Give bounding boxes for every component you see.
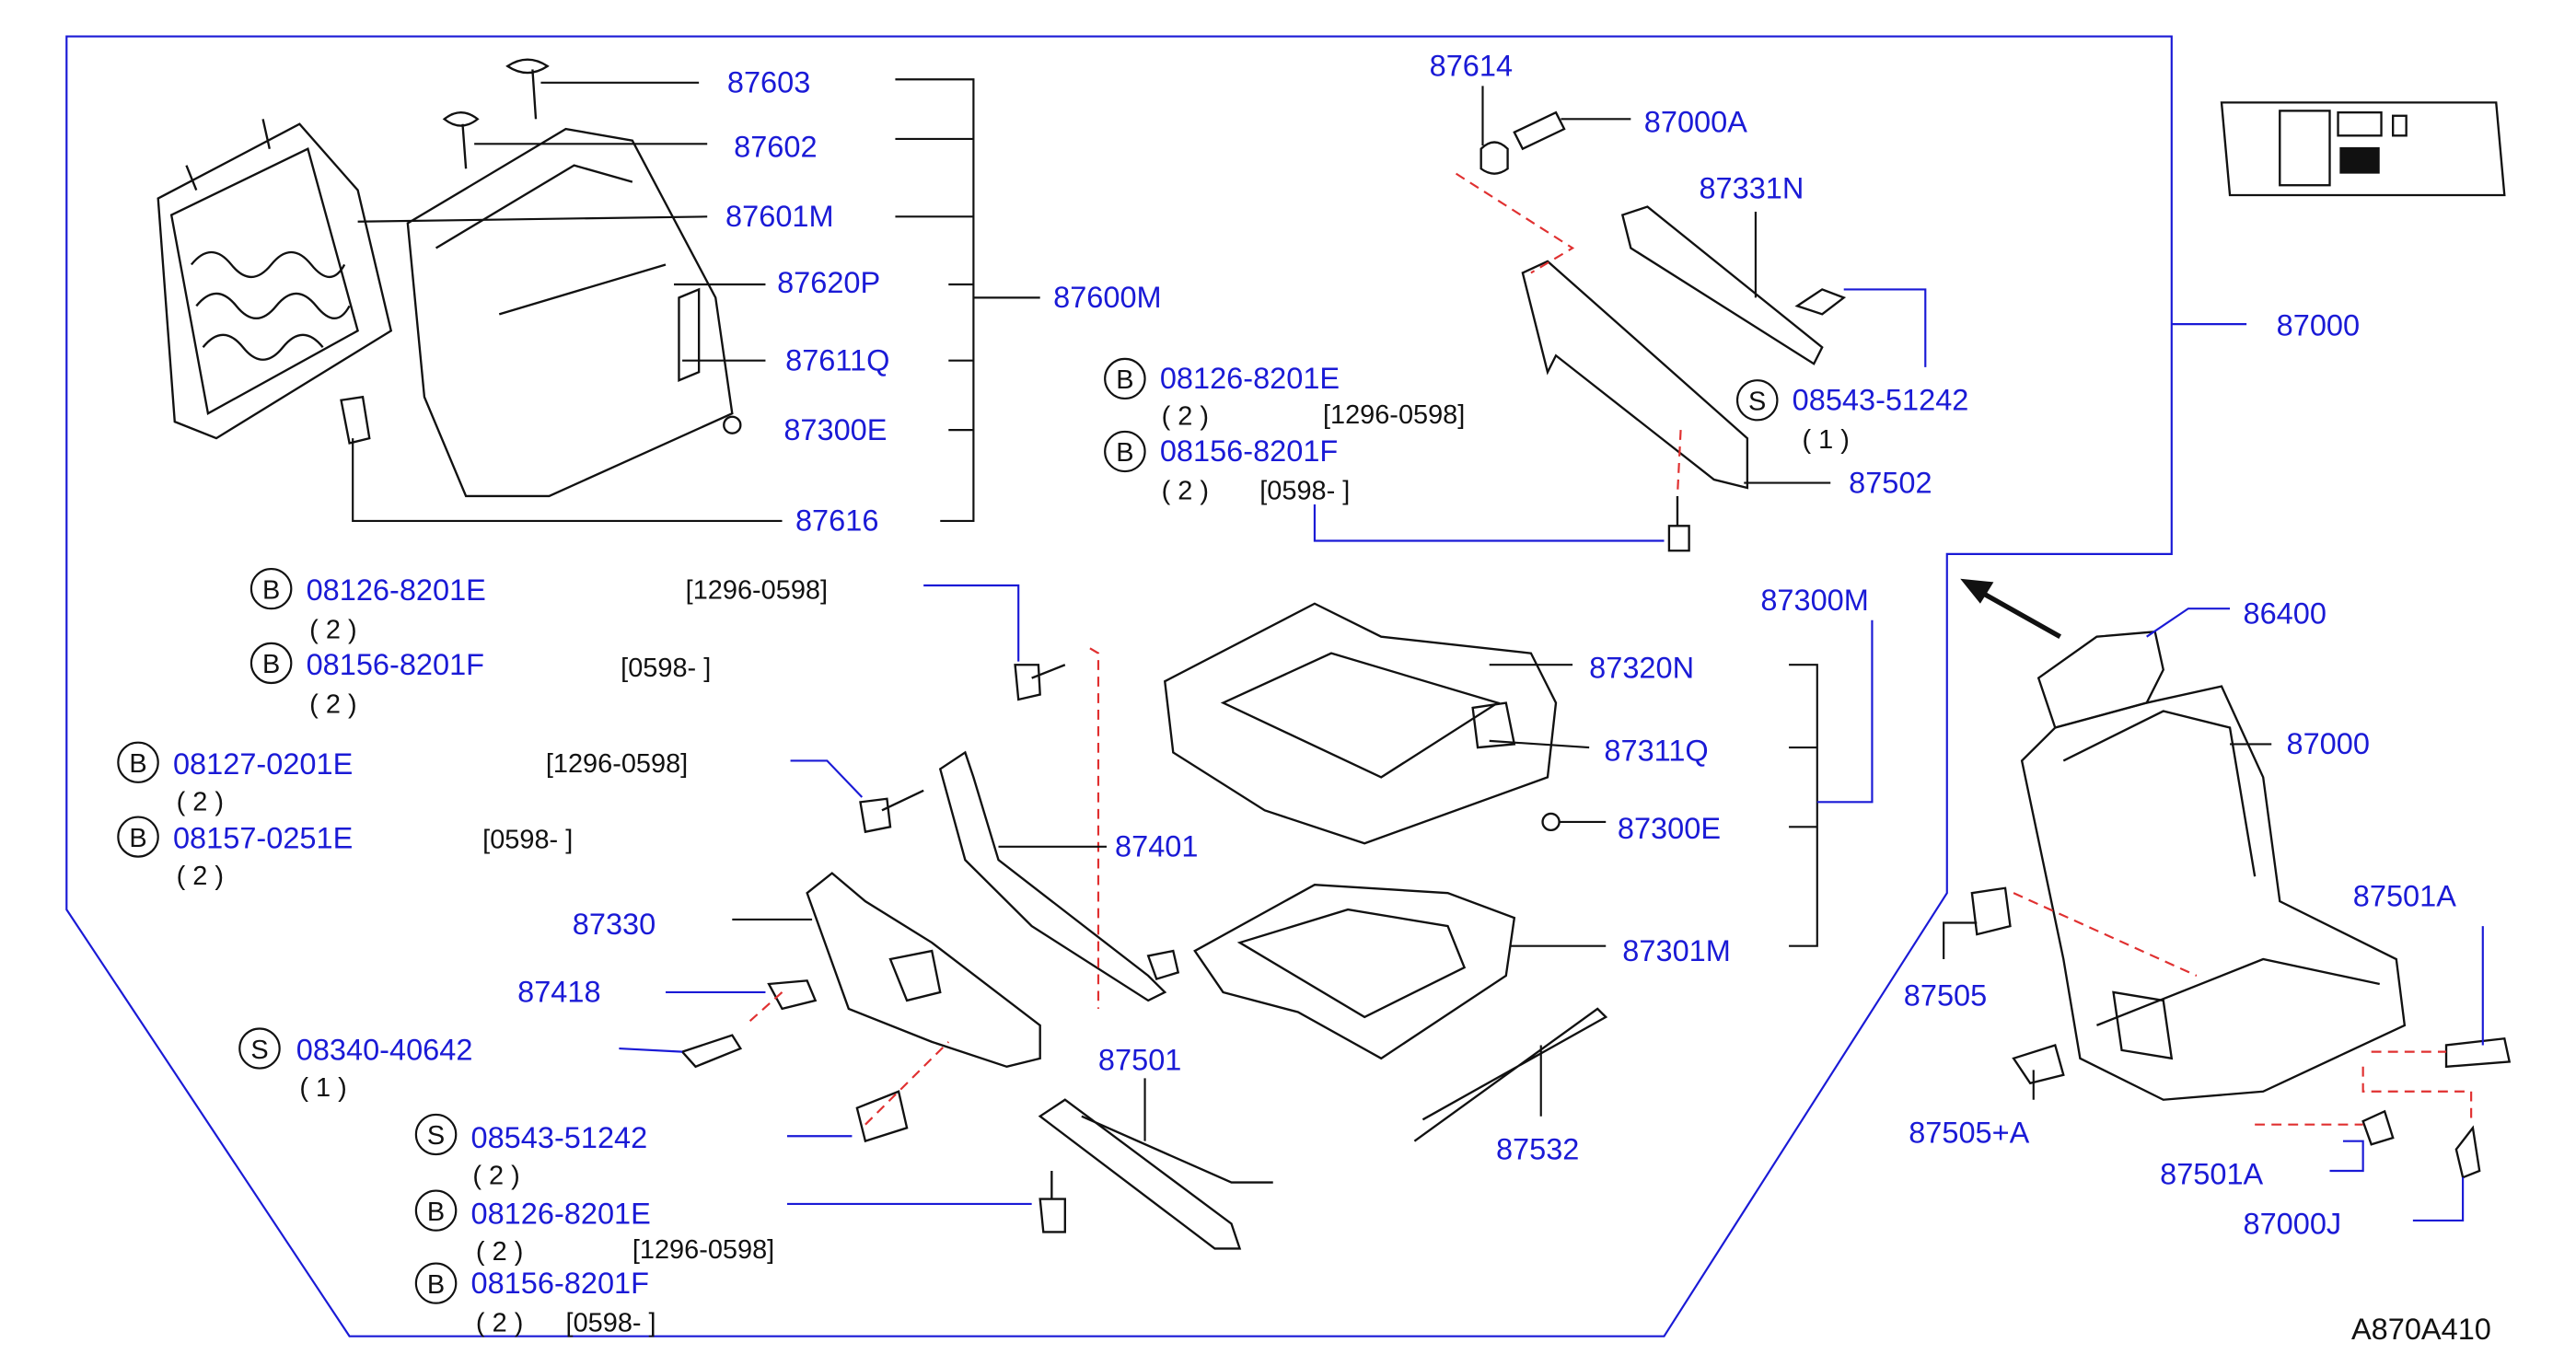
svg-text:08156-8201F: 08156-8201F (1160, 434, 1338, 468)
svg-text:08543-51242: 08543-51242 (471, 1121, 648, 1154)
svg-text:( 2 ): ( 2 ) (1162, 477, 1209, 506)
headrest-guide-drawings (340, 58, 742, 445)
svg-text:B: B (129, 749, 146, 779)
svg-text:( 2 ): ( 2 ) (309, 689, 356, 719)
assembly-boundary (65, 35, 2173, 1337)
label-87502: 87502 (1849, 466, 1932, 499)
label-87603: 87603 (727, 66, 810, 99)
label-87000-top: 87000 (2277, 309, 2360, 342)
seat-pan-drawing (1193, 883, 1608, 1142)
dashboard-locator-icon (2220, 101, 2506, 197)
label-87505A: 87505+A (1909, 1117, 2029, 1150)
svg-text:( 2 ): ( 2 ) (1162, 402, 1209, 432)
svg-text:[1296-0598]: [1296-0598] (686, 575, 828, 605)
callout-08157-0251E: B 08157-0251E ( 2 ) [0598- ] (117, 816, 573, 891)
callout-08127-0201E: B 08127-0201E ( 2 ) [1296-0598] (117, 741, 688, 816)
label-87311Q: 87311Q (1604, 735, 1708, 768)
svg-text:S: S (427, 1121, 445, 1151)
label-87330: 87330 (573, 908, 656, 941)
svg-text:08340-40642: 08340-40642 (296, 1034, 473, 1067)
svg-text:S: S (250, 1036, 268, 1065)
label-87505: 87505 (1904, 978, 1987, 1012)
seat-back-frame-drawing (157, 119, 393, 440)
svg-text:08127-0201E: 08127-0201E (173, 747, 353, 781)
callout-08126-8201E-left: B 08126-8201E ( 2 ) [1296-0598] (249, 567, 828, 645)
arrow-icon (1960, 578, 2062, 640)
label-87000J: 87000J (2244, 1207, 2342, 1240)
svg-text:08126-8201E: 08126-8201E (307, 573, 486, 607)
side-cover-drawing (680, 872, 1041, 1143)
svg-text:[0598- ]: [0598- ] (482, 826, 573, 855)
svg-text:08543-51242: 08543-51242 (1793, 384, 1969, 417)
full-seat-drawing (1970, 631, 2512, 1179)
svg-text:( 2 ): ( 2 ) (472, 1161, 519, 1190)
svg-text:08126-8201E: 08126-8201E (471, 1198, 651, 1231)
label-87501A-lower: 87501A (2160, 1157, 2263, 1190)
svg-text:( 1 ): ( 1 ) (299, 1073, 346, 1103)
svg-text:B: B (427, 1198, 445, 1227)
svg-text:[1296-0598]: [1296-0598] (546, 749, 688, 779)
label-87300E-top: 87300E (783, 413, 887, 446)
label-87501A-upper: 87501A (2353, 880, 2456, 913)
callout-08340-40642: S 08340-40642 ( 1 ) (238, 1027, 473, 1103)
callout-08156-8201F-left: B 08156-8201F ( 2 ) [0598- ] (249, 642, 711, 719)
label-86400: 86400 (2244, 596, 2327, 630)
label-87000A: 87000A (1644, 106, 1747, 139)
label-87301M: 87301M (1622, 934, 1731, 967)
svg-text:[0598- ]: [0598- ] (566, 1308, 656, 1337)
seat-back-cushion-drawing (406, 127, 734, 498)
svg-text:( 2 ): ( 2 ) (177, 862, 224, 891)
label-87614: 87614 (1430, 50, 1513, 83)
svg-text:B: B (129, 824, 146, 853)
recliner-bracket-drawing (1479, 110, 1847, 552)
svg-text:[1296-0598]: [1296-0598] (1323, 400, 1465, 430)
label-87401: 87401 (1115, 830, 1198, 863)
recliner-arm-drawing (859, 664, 1180, 1002)
label-87320N: 87320N (1589, 652, 1694, 685)
svg-text:[0598- ]: [0598- ] (621, 654, 711, 683)
svg-text:( 2 ): ( 2 ) (476, 1308, 523, 1337)
callout-08126-8201E-lower: B 08126-8201E ( 2 ) [1296-0598] (414, 1189, 774, 1267)
callout-08126-8201E-upper: B 08126-8201E ( 2 ) [1296-0598] (1104, 357, 1465, 432)
label-87532: 87532 (1496, 1133, 1579, 1166)
label-87000-right: 87000 (2287, 727, 2370, 760)
svg-text:B: B (427, 1270, 445, 1300)
label-87616: 87616 (795, 504, 878, 538)
svg-text:( 2 ): ( 2 ) (476, 1237, 523, 1267)
diagram-code: A870A410 (2351, 1313, 2491, 1346)
label-87602: 87602 (734, 131, 817, 164)
seat-slide-rail-drawing (1038, 1098, 1273, 1250)
label-87331N: 87331N (1699, 172, 1804, 205)
svg-text:( 1 ): ( 1 ) (1803, 425, 1850, 455)
svg-text:S: S (1748, 388, 1766, 417)
label-87418: 87418 (517, 976, 600, 1009)
svg-text:B: B (262, 650, 280, 679)
label-87501: 87501 (1098, 1043, 1181, 1076)
label-87600M: 87600M (1053, 281, 1162, 314)
label-87300E-mid: 87300E (1618, 812, 1721, 845)
svg-text:08156-8201F: 08156-8201F (307, 648, 484, 681)
callout-08156-8201F-upper: B 08156-8201F ( 2 ) [0598- ] (1104, 430, 1350, 506)
svg-text:08126-8201E: 08126-8201E (1160, 362, 1340, 395)
svg-text:08156-8201F: 08156-8201F (471, 1267, 649, 1300)
label-87601M: 87601M (725, 200, 834, 233)
svg-text:B: B (1116, 438, 1133, 468)
svg-text:[0598- ]: [0598- ] (1259, 477, 1350, 506)
seat-cushion-drawing (1163, 602, 1561, 845)
label-87611Q: 87611Q (785, 344, 889, 377)
svg-text:[1296-0598]: [1296-0598] (632, 1235, 774, 1265)
callout-08543-51242-upper: S 08543-51242 ( 1 ) (1735, 379, 1969, 455)
svg-text:( 2 ): ( 2 ) (177, 787, 224, 816)
label-87620P: 87620P (777, 266, 880, 299)
svg-text:B: B (262, 575, 280, 605)
svg-text:( 2 ): ( 2 ) (309, 616, 356, 645)
svg-text:B: B (1116, 365, 1133, 395)
label-87300M: 87300M (1760, 584, 1869, 617)
svg-text:08157-0251E: 08157-0251E (173, 822, 353, 855)
callout-08156-8201F-lower: B 08156-8201F ( 2 ) [0598- ] (414, 1262, 656, 1337)
callout-08543-51242-lower: S 08543-51242 ( 2 ) (414, 1113, 648, 1190)
